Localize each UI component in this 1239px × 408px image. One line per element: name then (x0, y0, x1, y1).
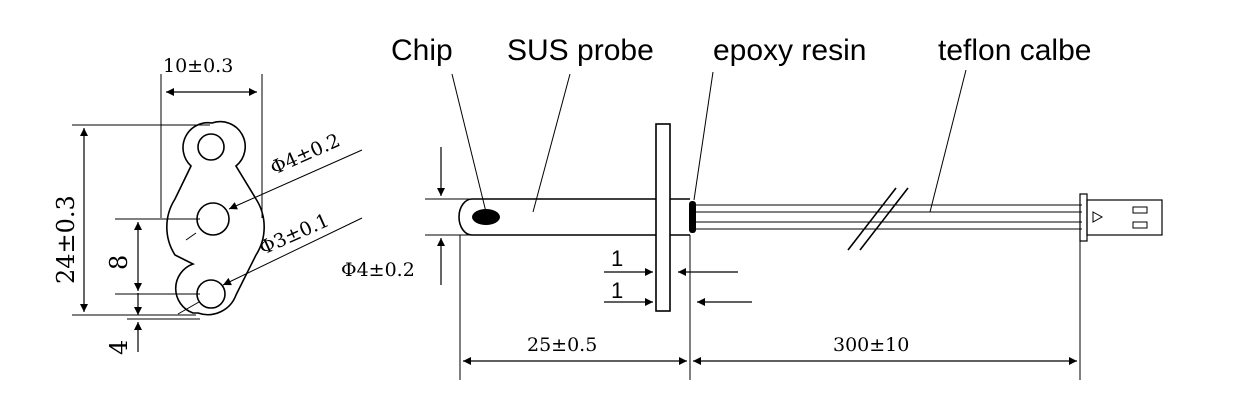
teflon-cable (696, 187, 1082, 251)
large-hole-label: Φ4±0.2 (267, 129, 343, 179)
chip-label: Chip (391, 34, 453, 67)
connector (1079, 193, 1163, 242)
flange-top-hole (197, 133, 225, 161)
flange-outline (166, 120, 265, 316)
flange-plate-side (655, 123, 671, 312)
plate-offset-2-label: 1 (611, 278, 623, 303)
flange-center-hole (196, 202, 230, 236)
plate-offset-1-label: 1 (611, 246, 623, 271)
flange-width-label: 10±0.3 (163, 55, 233, 77)
chip (472, 209, 500, 225)
sus-probe-label: SUS probe (507, 34, 654, 67)
hole-spacing-label: 8 (105, 255, 133, 270)
bottom-offset-label: 4 (105, 340, 133, 355)
teflon-cable-label: teflon calbe (938, 34, 1091, 67)
probe-diameter-label: Φ4±0.2 (341, 259, 415, 281)
probe-body (458, 198, 656, 236)
cable-break-mark (859, 187, 909, 251)
cable-length-label: 300±10 (833, 334, 909, 356)
flange-bottom-hole (196, 279, 226, 309)
epoxy-resin-label: epoxy resin (713, 34, 866, 67)
flange-height-label: 24±0.3 (52, 195, 80, 284)
flange-view: 10±0.3 24±0.3 8 4 Φ4±0.2 Φ3±0.1 (52, 55, 363, 355)
cable-break-mark (847, 187, 897, 251)
probe-view: Chip SUS probe epoxy resin teflon calbe (341, 34, 1163, 380)
probe-length-label: 25±0.5 (527, 334, 597, 356)
epoxy-resin-band (689, 201, 696, 233)
small-hole-leader (222, 217, 363, 286)
small-hole-label: Φ3±0.1 (256, 209, 332, 259)
large-hole-leader (228, 149, 363, 210)
